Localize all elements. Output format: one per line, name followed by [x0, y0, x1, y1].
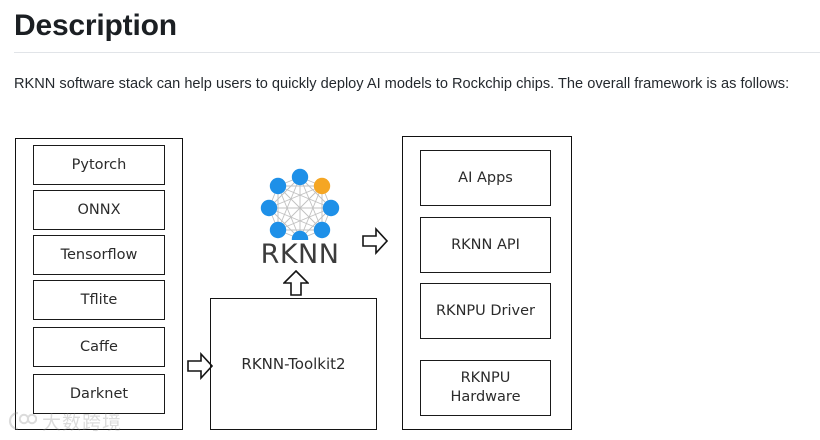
rknpu-runtime-container — [402, 136, 572, 430]
watermark-text: 大数跨境 — [42, 411, 123, 434]
framework-box-tflite: Tflite — [33, 280, 165, 320]
rknn-logo: RKNN — [252, 168, 348, 272]
runtime-box-rknpu-driver: RKNPU Driver — [420, 283, 551, 339]
rknn-toolkit2-box: RKNN-Toolkit2 — [210, 298, 377, 430]
runtime-box-rknn-api: RKNN API — [420, 217, 551, 273]
framework-box-pytorch: Pytorch — [33, 145, 165, 185]
title-divider — [14, 52, 820, 53]
runtime-box-rknpu-hardware: RKNPU Hardware — [420, 360, 551, 416]
watermark-logo-icon — [8, 411, 37, 431]
model-frameworks-container — [15, 138, 183, 430]
framework-box-onnx: ONNX — [33, 190, 165, 230]
runtime-box-ai-apps: AI Apps — [420, 150, 551, 206]
arrow-frameworks-to-toolkit-icon — [187, 352, 213, 380]
framework-box-caffe: Caffe — [33, 327, 165, 367]
arrow-logo-to-runtime-icon — [362, 226, 388, 256]
rknn-network-logo-icon — [260, 168, 340, 240]
watermark: 大数跨境 — [7, 405, 147, 437]
arrow-toolkit-to-logo-icon — [283, 270, 309, 296]
page-title: Description — [14, 9, 177, 42]
framework-box-tensorflow: Tensorflow — [33, 235, 165, 275]
rknn-logo-text: RKNN — [260, 239, 340, 270]
intro-paragraph: RKNN software stack can help users to qu… — [14, 76, 790, 92]
